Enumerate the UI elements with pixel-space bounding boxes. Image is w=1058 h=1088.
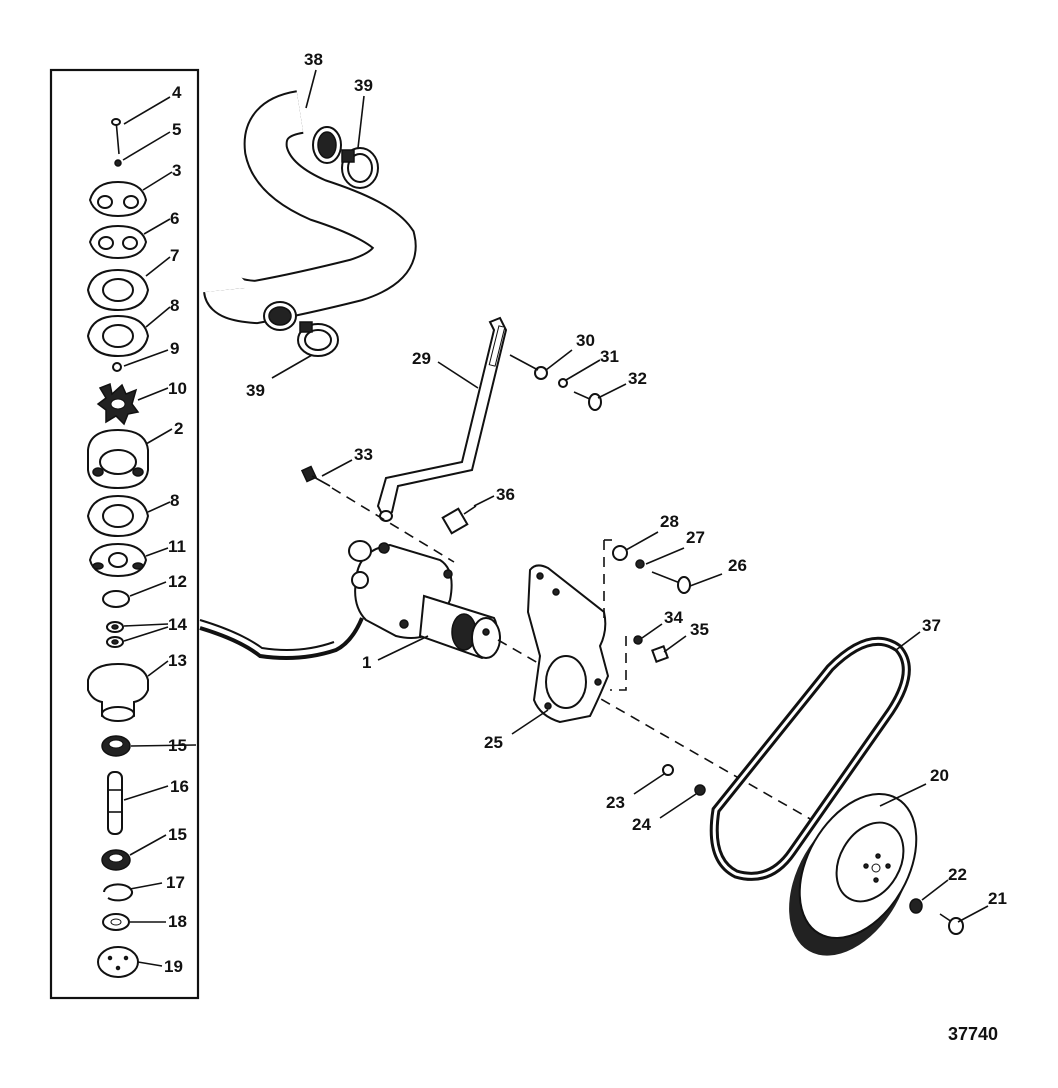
- callout-25: 25: [484, 733, 503, 752]
- nut-part-24: [694, 784, 706, 796]
- callout-31: 31: [600, 347, 619, 366]
- shaft-part-16: [107, 771, 123, 835]
- bearing-housing-part-13: [87, 662, 149, 722]
- callout-2: 2: [174, 419, 183, 438]
- callout-24: 24: [632, 815, 651, 834]
- snap-ring-part-17: [103, 883, 133, 902]
- callout-33: 33: [354, 445, 373, 464]
- bolt-part-33: [300, 465, 331, 487]
- callout-5: 5: [172, 120, 181, 139]
- adjusting-bracket-part-29: [376, 316, 508, 522]
- fitting-part-36: [441, 505, 477, 535]
- gasket-part-6: [88, 224, 148, 260]
- seals-part-14: [106, 621, 124, 648]
- callout-39-lower: 39: [246, 381, 265, 400]
- callout-28: 28: [660, 512, 679, 531]
- hose-part-38: [203, 90, 417, 331]
- callout-1: 1: [362, 653, 371, 672]
- pump-housing-part-2: [87, 428, 149, 490]
- washer-part-34: [633, 635, 643, 645]
- washer-part-18: [102, 913, 130, 931]
- water-pump-part-1: [199, 540, 501, 660]
- callout-4: 4: [172, 83, 182, 102]
- callout-21: 21: [988, 889, 1007, 908]
- bolt-part-26: [651, 571, 691, 594]
- callout-22: 22: [948, 865, 967, 884]
- bearing-part-15-upper: [101, 735, 131, 757]
- washer-part-22: [909, 898, 923, 914]
- callout-29: 29: [412, 349, 431, 368]
- callout-8-upper: 8: [170, 296, 179, 315]
- impeller-part-10: [96, 382, 140, 426]
- callout-38: 38: [304, 50, 323, 69]
- callout-32: 32: [628, 369, 647, 388]
- callout-15-upper: 15: [168, 736, 187, 755]
- callout-19: 19: [164, 957, 183, 976]
- washer-part-5: [114, 159, 122, 167]
- callout-13: 13: [168, 651, 187, 670]
- adapter-plate-part-11: [88, 542, 148, 578]
- callout-34: 34: [664, 608, 683, 627]
- callout-20: 20: [930, 766, 949, 785]
- callout-18: 18: [168, 912, 187, 931]
- parts-breakout-box: [49, 68, 200, 1000]
- washer-part-23: [662, 764, 674, 776]
- bearing-part-15-lower: [101, 849, 131, 871]
- callout-15-lower: 15: [168, 825, 187, 844]
- callout-14: 14: [168, 615, 187, 634]
- callout-9: 9: [170, 339, 179, 358]
- nut-part-28: [612, 545, 628, 561]
- callout-3: 3: [172, 161, 181, 180]
- callout-12: 12: [168, 572, 187, 591]
- callout-8-lower: 8: [170, 491, 179, 510]
- callout-11: 11: [168, 537, 186, 556]
- callout-7: 7: [170, 246, 179, 265]
- callout-labels: 4 5 3 6 7 8 9 10 2 8 11 12 14 13 15 16 1…: [164, 50, 1007, 1044]
- callout-6: 6: [170, 209, 179, 228]
- hub-part-19: [97, 946, 139, 978]
- callout-16: 16: [170, 777, 189, 796]
- gasket-part-8-upper: [86, 314, 150, 358]
- callout-35: 35: [690, 620, 709, 639]
- bolt-part-21: [939, 913, 964, 935]
- callout-10: 10: [168, 379, 187, 398]
- key-part-9: [112, 362, 122, 372]
- bolt-part-32: [573, 391, 602, 411]
- callout-26: 26: [728, 556, 747, 575]
- callout-36: 36: [496, 485, 515, 504]
- callout-23: 23: [606, 793, 625, 812]
- drawing-number: 37740: [948, 1024, 998, 1044]
- pulley-part-20: [789, 792, 918, 956]
- hose-clamp-part-39-lower: [297, 321, 339, 357]
- hose-clamp-part-39-upper: [341, 147, 379, 189]
- callout-27: 27: [686, 528, 705, 547]
- wear-plate-part-7: [86, 268, 150, 312]
- callout-17: 17: [166, 873, 185, 892]
- callout-39-upper: 39: [354, 76, 373, 95]
- gasket-part-8-lower: [86, 494, 150, 538]
- callout-37: 37: [922, 616, 941, 635]
- cover-plate-part-3: [88, 180, 148, 218]
- washer-part-31: [558, 378, 568, 388]
- callout-30: 30: [576, 331, 595, 350]
- nut-part-35: [651, 645, 669, 663]
- left-leader-lines: [122, 96, 197, 967]
- o-ring-part-12: [102, 590, 130, 608]
- washer-part-27: [635, 559, 645, 569]
- screw-part-4: [111, 118, 121, 155]
- mounting-bracket-part-25: [526, 564, 610, 724]
